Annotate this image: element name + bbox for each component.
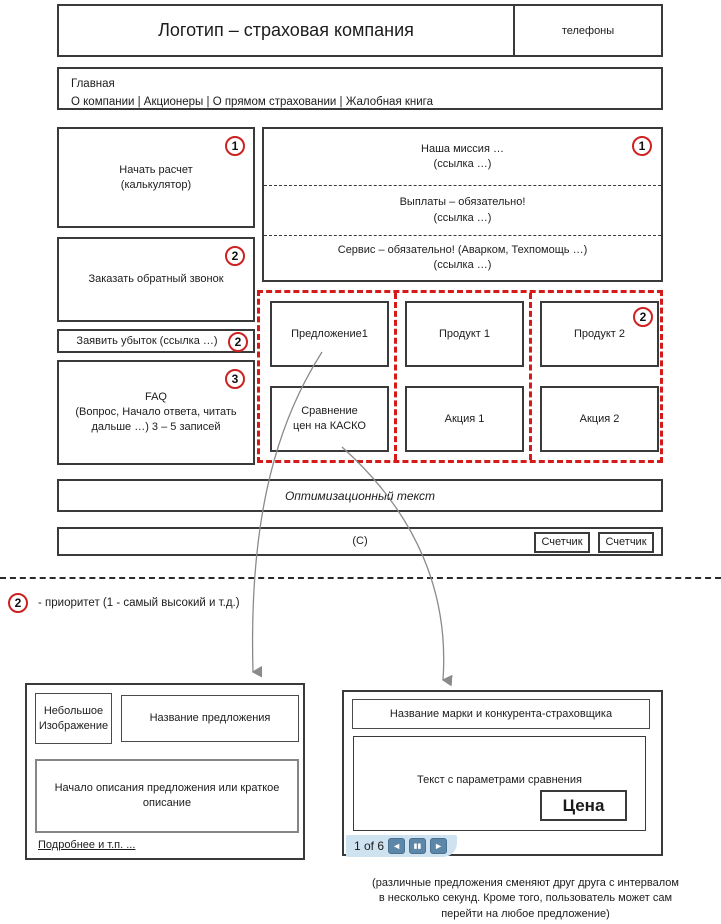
callback-block[interactable]: 2 Заказать обратный звонок — [57, 237, 255, 322]
priority-badge-callback: 2 — [225, 246, 245, 266]
offer-description-box: Начало описания предложения или краткое … — [35, 759, 299, 833]
offer-more-link[interactable]: Подробнее и т.п. ... — [38, 839, 136, 851]
price-box: Цена — [540, 790, 627, 821]
priority-badge-mission: 1 — [632, 136, 652, 156]
mission-link[interactable]: (ссылка …) — [433, 158, 492, 170]
copyright: (С) — [352, 535, 368, 548]
calc-button-block[interactable]: 1 Начать расчет (калькулятор) — [57, 127, 255, 228]
section-divider — [0, 577, 721, 579]
carousel-note: (различные предложения сменяют друг друг… — [372, 877, 679, 920]
counter-badge-1[interactable]: Счетчик — [534, 532, 590, 553]
mission-row-service: Сервис – обязательно! (Аварком, Техпомощ… — [264, 236, 661, 280]
grid-divider-2 — [529, 293, 532, 460]
grid-cell-kasko-compare[interactable]: Сравнение цен на КАСКО — [270, 386, 389, 452]
priority-badge-grid: 2 — [633, 307, 653, 327]
mission-row-mission: Наша миссия … (ссылка …) — [264, 129, 661, 186]
comparison-body-box: Текст с параметрами сравнения Цена — [353, 736, 646, 831]
faq-label: FAQ (Вопрос, Начало ответа, читать дальш… — [75, 391, 237, 433]
mission-title: Наша миссия … — [421, 142, 504, 155]
offer-card: Небольшое Изображение Название предложен… — [25, 683, 305, 860]
offer-title-box[interactable]: Название предложения — [121, 695, 299, 742]
service-link[interactable]: (ссылка …) — [433, 259, 492, 271]
offer-image-placeholder: Небольшое Изображение — [35, 693, 112, 744]
mission-row-payouts: Выплаты – обязательно! (ссылка …) — [264, 186, 661, 236]
mission-block: 1 Наша миссия … (ссылка …) Выплаты – обя… — [262, 127, 663, 282]
pager-next-button[interactable]: ► — [430, 838, 448, 854]
counter-badge-2[interactable]: Счетчик — [598, 532, 654, 553]
site-header: Логотип – страховая компания телефоны — [57, 4, 663, 57]
carousel-pager: 1 of 6 ◄ ▮▮ ► — [346, 835, 458, 857]
grid-cell-offer1[interactable]: Предложение1 — [270, 301, 389, 367]
footer-bar: (С) Счетчик Счетчик — [57, 527, 663, 556]
grid-divider-1 — [394, 293, 397, 460]
comparison-title-box: Название марки и конкурента-страховщика — [352, 699, 650, 729]
priority-badge-faq: 3 — [225, 369, 245, 389]
grid-cell-promo1[interactable]: Акция 1 — [405, 386, 524, 452]
phones-block: телефоны — [513, 6, 661, 55]
pager-position-label: 1 of 6 — [354, 839, 385, 853]
claim-link-block[interactable]: 2 Заявить убыток (ссылка …) — [57, 329, 255, 353]
nav-home-link[interactable]: Главная — [71, 78, 115, 90]
main-nav: Главная О компании | Акционеры | О прямо… — [57, 67, 663, 110]
claim-label: Заявить убыток (ссылка …) — [76, 334, 218, 347]
comparison-body-text: Текст с параметрами сравнения — [417, 774, 582, 786]
faq-block[interactable]: 3 FAQ (Вопрос, Начало ответа, читать дал… — [57, 360, 255, 465]
callback-label: Заказать обратный звонок — [88, 273, 224, 286]
priority-badge-claim: 2 — [228, 332, 248, 352]
payouts-title: Выплаты – обязательно! — [399, 196, 526, 209]
grid-cell-product1[interactable]: Продукт 1 — [405, 301, 524, 367]
seo-text-bar: Оптимизационный текст — [57, 479, 663, 512]
products-grid: 2 Предложение1 Продукт 1 Продукт 2 Сравн… — [257, 290, 663, 463]
pager-pause-button[interactable]: ▮▮ — [409, 838, 427, 854]
nav-links-row[interactable]: О компании | Акционеры | О прямом страхо… — [71, 95, 434, 108]
service-title: Сервис – обязательно! (Аварком, Техпомощ… — [337, 243, 588, 256]
payouts-link[interactable]: (ссылка …) — [433, 211, 492, 224]
logo[interactable]: Логотип – страховая компания — [158, 20, 414, 40]
priority-badge-calc: 1 — [225, 136, 245, 156]
pager-prev-button[interactable]: ◄ — [388, 838, 406, 854]
grid-cell-promo2[interactable]: Акция 2 — [540, 386, 659, 452]
legend-priority-badge: 2 — [8, 593, 28, 613]
calc-label: Начать расчет (калькулятор) — [119, 163, 193, 191]
legend-text: - приоритет (1 - самый высокий и т.д.) — [38, 597, 240, 609]
comparison-card: Название марки и конкурента-страховщика … — [342, 690, 663, 857]
